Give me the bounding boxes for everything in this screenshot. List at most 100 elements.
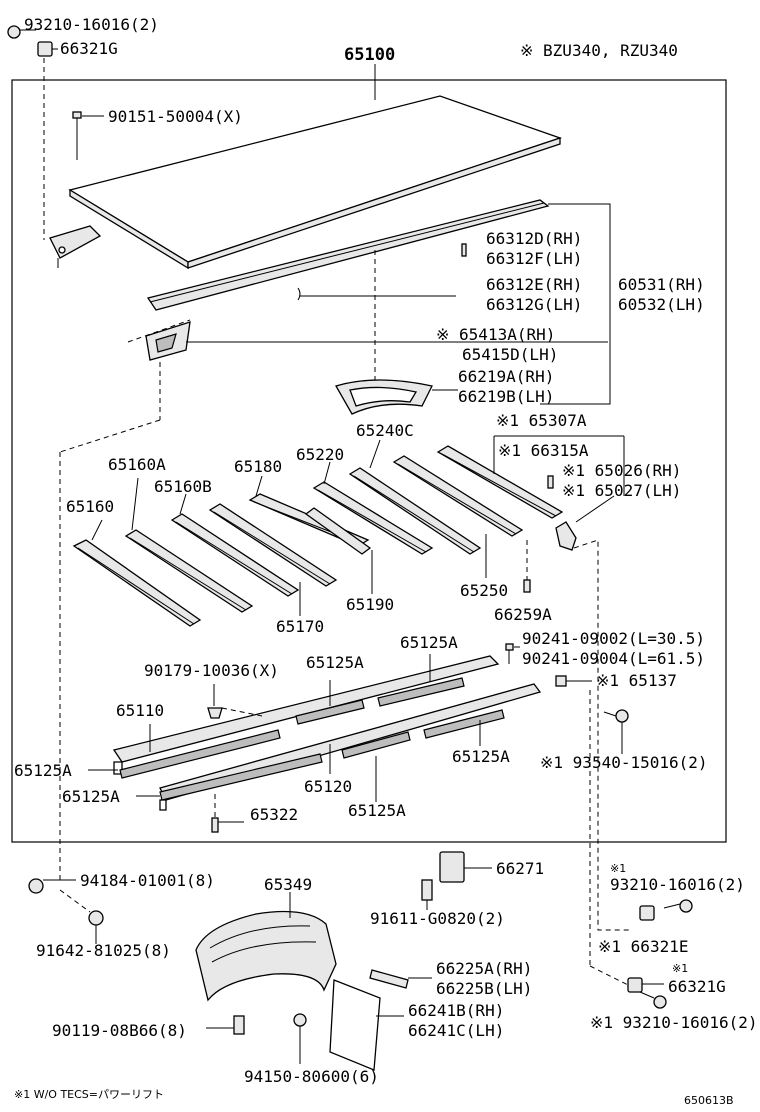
label-65137: ※1 65137: [596, 671, 677, 690]
label-65190: 65190: [346, 595, 394, 614]
bolt-90241: [505, 643, 520, 664]
label-65307a: ※1 65307A: [496, 411, 587, 430]
cross-member-65250: [392, 455, 524, 578]
footnote: ※1 W/O TECS=パワーリフト: [14, 1088, 164, 1101]
bracket-66225: [369, 969, 432, 989]
label-65160a: 65160A: [108, 455, 166, 474]
cross-member-65220: [312, 461, 434, 555]
label-66219b: 66219B(LH): [458, 387, 554, 406]
label-66315a: ※1 66315A: [498, 441, 589, 460]
guide-dash-1: [127, 319, 191, 343]
fender-65349: [195, 892, 337, 1002]
cross-member-65160: [72, 519, 202, 627]
bolt-93210-right: [663, 899, 693, 913]
bolt-93540: [603, 709, 629, 754]
strip-65125a-a: [295, 680, 365, 725]
strip-65125a-e: [341, 731, 411, 802]
label-65027: ※1 65027(LH): [562, 481, 681, 500]
label-93210-right: 93210-16016(2): [610, 875, 745, 894]
clip-65137: [555, 675, 592, 687]
strip-65125a-f: [423, 709, 505, 746]
label-65160b: 65160B: [154, 477, 212, 496]
label-65170: 65170: [276, 617, 324, 636]
label-66241c: 66241C(LH): [408, 1021, 504, 1040]
strip-65125a-c: [88, 729, 281, 779]
nut-94184: [28, 878, 76, 894]
clip-66259a: [523, 540, 531, 593]
label-65125a-4: 65125A: [62, 787, 120, 806]
label-66312f: 66312F(LH): [486, 249, 582, 268]
assembly-frame: [11, 79, 727, 843]
label-65125a-3: 65125A: [14, 761, 72, 780]
cross-member-65170: [208, 503, 338, 616]
strip-65125a-b: [377, 654, 465, 707]
cross-member-65160b: [170, 493, 300, 597]
label-66271: 66271: [496, 859, 544, 878]
label-65413a: ※ 65413A(RH): [436, 325, 555, 344]
label-66312g: 66312G(LH): [486, 295, 582, 314]
label-65349: 65349: [264, 875, 312, 894]
label-66321e: ※1 66321E: [598, 937, 688, 956]
label-65322: 65322: [250, 805, 298, 824]
block-66271: [439, 851, 492, 883]
label-65125a-6: 65125A: [452, 747, 510, 766]
label-60531: 60531(RH): [618, 275, 705, 294]
label-90241-09004: 90241-09004(L=61.5): [522, 649, 705, 668]
bolt-93210-bottom: [639, 991, 667, 1009]
label-94184: 94184-01001(8): [80, 871, 215, 890]
label-66312e: 66312E(RH): [486, 275, 582, 294]
label-66312d: 66312D(RH): [486, 229, 582, 248]
label-90241-09002: 90241-09002(L=30.5): [522, 629, 705, 648]
label-66219a: 66219A(RH): [458, 367, 554, 386]
label-90119: 90119-08B66(8): [52, 1021, 187, 1040]
clip-66321e: [639, 905, 655, 921]
bracket-lead-60531: [540, 203, 611, 405]
bolt-91611: [421, 879, 433, 910]
nut-94150: [293, 1013, 307, 1064]
label-65160: 65160: [66, 497, 114, 516]
drawing-number: 650613B: [684, 1094, 734, 1107]
clip-66321g-top: [37, 41, 58, 240]
label-65220: 65220: [296, 445, 344, 464]
label-65026: ※1 65026(RH): [562, 461, 681, 480]
label-66321g-note: ※1: [672, 962, 688, 975]
label-90179: 90179-10036(X): [144, 661, 279, 680]
bolt-90119: [206, 1015, 245, 1035]
deck-board: [68, 64, 563, 270]
label-66259a: 66259A: [494, 605, 552, 624]
label-model-note: ※ BZU340, RZU340: [520, 41, 678, 60]
label-65240c: 65240C: [356, 421, 414, 440]
cross-member-65160a: [124, 477, 254, 613]
label-93210-bottom: ※1 93210-16016(2): [590, 1013, 758, 1032]
bolt-91642: [59, 889, 104, 944]
label-66321g-top: 66321G: [60, 39, 118, 58]
label-65100: 65100: [344, 45, 395, 65]
guide-dash-right: [573, 539, 630, 931]
tray-66219a: [335, 379, 458, 415]
label-65125a-1: 65125A: [400, 633, 458, 652]
plug-90179: [207, 684, 263, 719]
pin-66312e: [297, 287, 456, 301]
label-93210-16016-top: 93210-16016(2): [24, 15, 159, 34]
label-66241b: 66241B(RH): [408, 1001, 504, 1020]
label-66225a: 66225A(RH): [436, 959, 532, 978]
label-93210-right-note: ※1: [610, 862, 626, 875]
screw-65322: [211, 794, 244, 833]
label-65180: 65180: [234, 457, 282, 476]
label-90151: 90151-50004(X): [108, 107, 243, 126]
side-rail-66312: [146, 199, 550, 311]
hinge-bracket: [49, 225, 102, 268]
label-91642: 91642-81025(8): [36, 941, 171, 960]
label-65110: 65110: [116, 701, 164, 720]
strip-65125a-d: [136, 753, 323, 801]
hinge-65026: [555, 495, 615, 551]
label-60532: 60532(LH): [618, 295, 705, 314]
bolt-93210-top: [7, 25, 36, 39]
cross-member-65190: [304, 507, 373, 594]
label-91611: 91611-G0820(2): [370, 909, 505, 928]
pin-66315a: [547, 475, 554, 489]
cross-member-65307a: [436, 435, 625, 519]
clip-66321g-bottom: [627, 977, 664, 993]
flap-66241: [329, 979, 404, 1071]
